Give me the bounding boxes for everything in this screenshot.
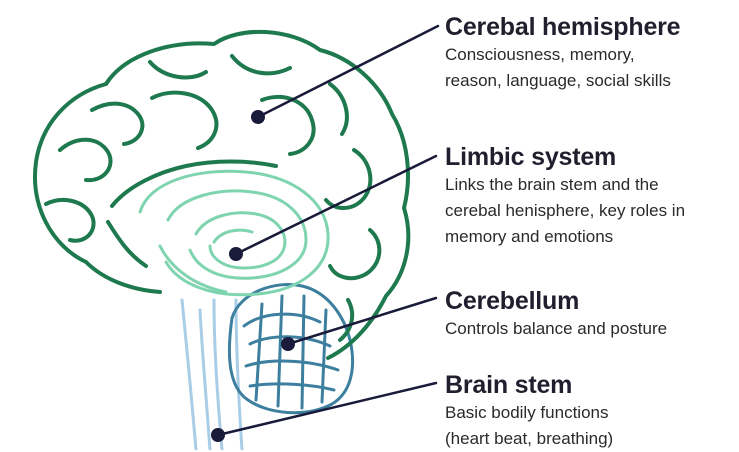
cerebellum-desc-line: Controls balance and posture: [445, 316, 667, 342]
marker-dot-stem: [211, 428, 225, 442]
limbic-system-label: Limbic system Links the brain stem and t…: [445, 142, 685, 250]
brain-stem-title: Brain stem: [445, 370, 613, 400]
leader-line-cerebellum: [288, 298, 436, 344]
limbic-system-shape: [140, 171, 328, 295]
cerebral-hemisphere-desc-line: Consciousness, memory,: [445, 42, 680, 68]
marker-dot-cerebral: [251, 110, 265, 124]
brain-stem-desc-line: (heart beat, breathing): [445, 426, 613, 452]
cerebellum-title: Cerebellum: [445, 286, 667, 316]
marker-dot-limbic: [229, 247, 243, 261]
limbic-system-title: Limbic system: [445, 142, 685, 172]
cerebellum-label: Cerebellum Controls balance and posture: [445, 286, 667, 342]
brain-stem-label: Brain stem Basic bodily functions (heart…: [445, 370, 613, 452]
limbic-system-desc-line: memory and emotions: [445, 224, 685, 250]
cerebral-hemisphere-shape: [35, 32, 408, 358]
marker-dot-cerebellum: [281, 337, 295, 351]
cerebral-hemisphere-desc-line: reason, language, social skills: [445, 68, 680, 94]
cerebral-hemisphere-label: Cerebal hemisphere Consciousness, memory…: [445, 12, 680, 94]
limbic-system-desc-line: Links the brain stem and the: [445, 172, 685, 198]
brain-stem-desc-line: Basic bodily functions: [445, 400, 613, 426]
cerebral-hemisphere-title: Cerebal hemisphere: [445, 12, 680, 42]
limbic-system-desc-line: cerebal henisphere, key roles in: [445, 198, 685, 224]
leader-line-stem: [218, 383, 436, 435]
